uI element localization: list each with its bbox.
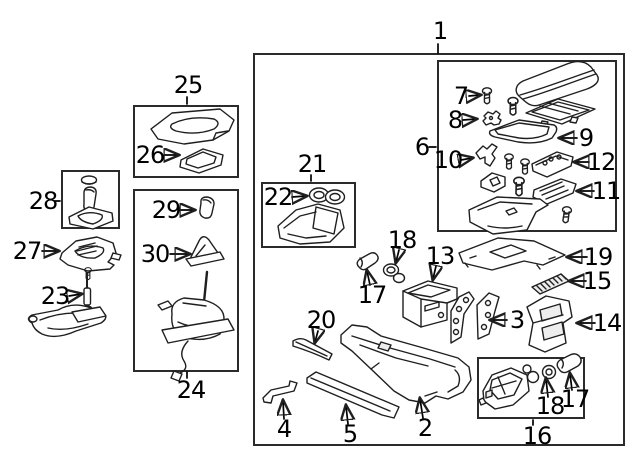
callout-6: 6 — [414, 133, 430, 161]
callout-23: 23 — [40, 282, 71, 310]
group-box-25 — [133, 105, 239, 178]
callout-26: 26 — [135, 141, 166, 169]
group-box-16 — [477, 357, 585, 419]
callout-28: 28 — [28, 187, 59, 215]
group-box-1 — [253, 53, 625, 446]
callout-15: 15 — [582, 267, 613, 295]
callout-18a: 18 — [387, 226, 418, 254]
callout-27: 27 — [12, 237, 43, 265]
callout-13: 13 — [425, 242, 456, 270]
callout-5: 5 — [342, 420, 358, 448]
part-shift-opening-trim-27 — [59, 236, 122, 272]
callout-2: 2 — [417, 414, 433, 442]
callout-21: 21 — [297, 150, 328, 178]
callout-20: 20 — [306, 306, 337, 334]
callout-10: 10 — [433, 146, 464, 174]
callout-11: 11 — [591, 177, 622, 205]
callout-22: 22 — [263, 183, 294, 211]
callout-17b: 17 — [560, 385, 591, 413]
callout-14: 14 — [592, 309, 623, 337]
callout-9: 9 — [578, 124, 594, 152]
callout-24: 24 — [176, 376, 207, 404]
group-box-24 — [133, 189, 239, 372]
callout-8: 8 — [447, 106, 463, 134]
callout-16: 16 — [522, 422, 553, 450]
callout-7: 7 — [453, 82, 469, 110]
callout-30: 30 — [140, 240, 171, 268]
callout-25: 25 — [173, 71, 204, 99]
callout-3: 3 — [509, 306, 525, 334]
group-box-28 — [61, 170, 120, 229]
callout-12: 12 — [586, 148, 617, 176]
callout-4: 4 — [276, 415, 292, 443]
part-screw — [84, 267, 92, 281]
callout-19: 19 — [583, 243, 614, 271]
callout-29: 29 — [151, 196, 182, 224]
callout-1: 1 — [432, 17, 448, 45]
callout-18b: 18 — [535, 392, 566, 420]
callout-17a: 17 — [357, 281, 388, 309]
group-box-21 — [261, 182, 356, 248]
